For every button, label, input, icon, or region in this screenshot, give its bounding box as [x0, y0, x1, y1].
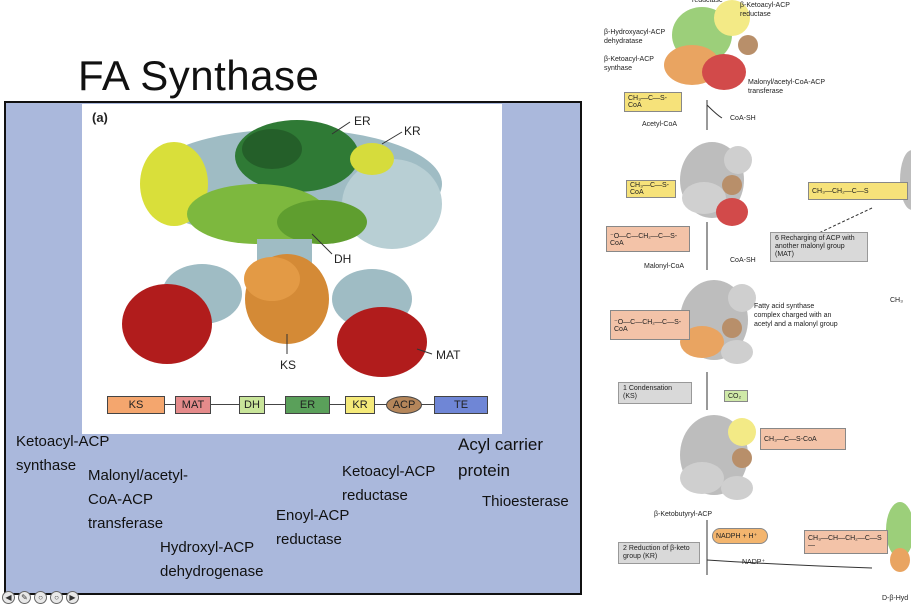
structure-label-dh: DH — [334, 252, 352, 266]
ketobutyryl-label: β-Ketobutyryl-ACP — [654, 511, 713, 518]
slide-title: FA Synthase — [78, 52, 320, 99]
structure-label-ks: KS — [280, 358, 297, 372]
reduction-step: 2 — [623, 545, 627, 552]
pathway-diagram — [664, 0, 911, 575]
note-mat: Malonyl/acetyl-CoA-ACP transferase — [88, 467, 189, 532]
domain-er: ER — [285, 396, 330, 414]
reduction-text: Reduction of β-keto group (KR) — [623, 545, 690, 560]
figure-label: (a) — [92, 110, 108, 125]
pathway-figure: reductase β-Ketoacyl-ACP reductase β-Hyd… — [582, 0, 911, 606]
domain-te: TE — [434, 396, 488, 414]
nadp-label: NADP⁺ — [742, 559, 766, 566]
recharging-text: Recharging of ACP with another malonyl g… — [775, 235, 855, 258]
label-mat-name: Malonyl/acetyl-CoA-ACP transferase — [748, 79, 825, 95]
domain-acp: ACP — [386, 396, 422, 414]
label-reductase-top: reductase — [692, 0, 723, 4]
side-formula: CH₃—CH₂—C—S — [808, 182, 908, 200]
acetyl-coa-label: Acetyl-CoA — [642, 121, 678, 128]
recharging-step: 6 — [775, 235, 779, 242]
note-acp: Acyl carrier protein — [458, 435, 544, 480]
domain-dh: DH — [239, 396, 265, 414]
condensation-note: 1 Condensation (KS) — [618, 382, 692, 404]
pen-icon[interactable]: ✎ — [18, 590, 31, 604]
bottom-partial-label: D-β-Hyd — [882, 595, 909, 602]
acetyl-coa-formula: CH₃—C—S-CoA — [624, 92, 682, 112]
reduction-note: 2 Reduction of β-keto group (KR) — [618, 542, 700, 564]
ketobutyryl-formula: CH₃—C—S-CoA — [760, 428, 846, 450]
note-te: Thioesterase — [482, 493, 569, 510]
acetyl-thioester-formula: CH₃—C—S-CoA — [626, 180, 676, 198]
structure-label-kr: KR — [404, 124, 421, 138]
arrow-right-icon[interactable]: ▶ — [66, 590, 79, 604]
charged-malonyl-formula: ⁻O—C—CH₂—C—S-CoA — [610, 310, 690, 340]
domain-ks: KS — [107, 396, 165, 414]
charged-note: Fatty acid synthase complex charged with… — [754, 303, 838, 328]
structure-label-mat: MAT — [436, 348, 461, 362]
label-kr-name: β-Ketoacyl-ACP reductase — [740, 2, 790, 18]
note-ks: Ketoacyl-ACP synthase — [16, 433, 110, 474]
fas-structure-image — [122, 120, 442, 377]
circle-icon[interactable]: ○ — [34, 590, 47, 604]
note-dh: Hydroxyl-ACP dehydrogenase — [160, 539, 264, 580]
recharging-note: 6 Recharging of ACP with another malonyl… — [770, 232, 868, 262]
note-kr: Ketoacyl-ACP reductase — [342, 463, 436, 504]
malonyl-coa-formula: ⁻O—C—CH₂—C—S-CoA — [606, 226, 690, 252]
side-partial: CH₃ — [890, 297, 903, 304]
domain-mat: MAT — [175, 396, 211, 414]
domain-kr: KR — [345, 396, 375, 414]
label-ks-name: β-Ketoacyl-ACP synthase — [604, 56, 654, 72]
coash-label-2: CoA-SH — [730, 257, 756, 264]
co2-label: CO₂ — [724, 390, 748, 402]
fas-structure-figure: (a) ER KR DH KS MAT — [82, 104, 502, 434]
condensation-text: Condensation (KS) — [623, 385, 673, 400]
structure-label-er: ER — [354, 114, 371, 128]
hydroxy-formula: CH₃—CH—CH₂—C—S— — [804, 530, 888, 554]
nadph-label: NADPH + H⁺ — [712, 528, 768, 544]
note-er: Enoyl-ACP reductase — [276, 507, 350, 548]
slideshow-toolbar: ◀ ✎ ○ ○ ▶ — [0, 589, 92, 605]
label-dh-name: β-Hydroxyacyl-ACP dehydratase — [604, 29, 666, 45]
malonyl-coa-label: Malonyl-CoA — [644, 263, 685, 270]
circle-icon[interactable]: ○ — [50, 590, 63, 604]
coash-label-1: CoA-SH — [730, 115, 756, 122]
condensation-step: 1 — [623, 385, 627, 392]
arrow-left-icon[interactable]: ◀ — [2, 590, 15, 604]
